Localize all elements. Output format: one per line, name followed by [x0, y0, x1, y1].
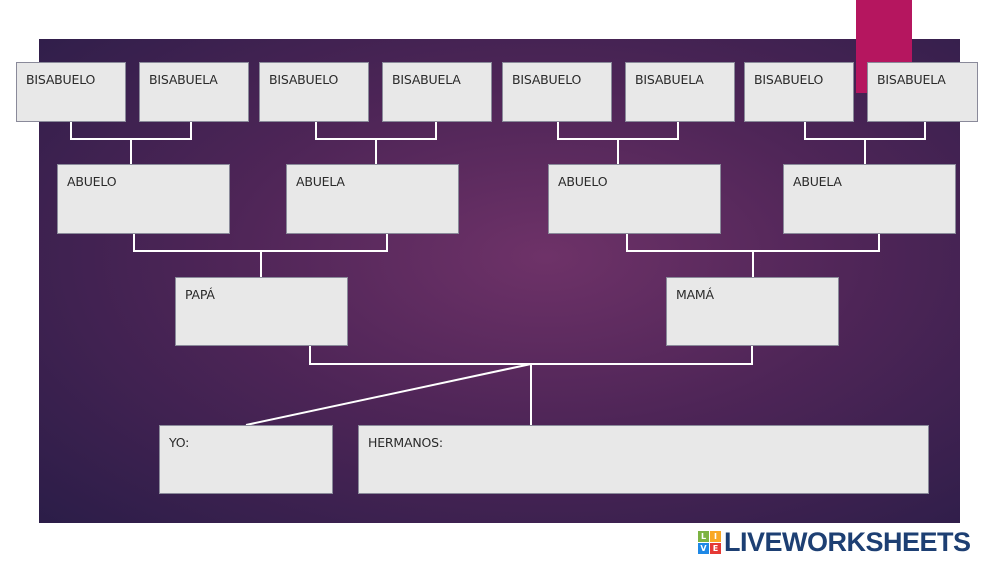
box-label: ABUELO	[558, 174, 608, 189]
logo-letter: I	[710, 531, 721, 542]
box-label: ABUELO	[67, 174, 117, 189]
connector	[70, 121, 192, 140]
box-label: BISABUELA	[149, 72, 218, 87]
great-grandparent-box[interactable]: BISABUELO	[744, 62, 854, 122]
grandparent-box[interactable]: ABUELO	[548, 164, 721, 234]
connector	[804, 121, 926, 140]
connector	[245, 363, 532, 426]
box-label: PAPÁ	[185, 287, 215, 302]
mother-box[interactable]: MAMÁ	[666, 277, 839, 346]
box-label: YO:	[169, 435, 190, 450]
connector	[133, 233, 388, 252]
box-label: BISABUELA	[877, 72, 946, 87]
logo-letter: E	[710, 543, 721, 554]
box-label: BISABUELA	[635, 72, 704, 87]
great-grandparent-box[interactable]: BISABUELO	[259, 62, 369, 122]
great-grandparent-box[interactable]: BISABUELA	[867, 62, 978, 122]
box-label: BISABUELO	[512, 72, 582, 87]
siblings-box[interactable]: HERMANOS:	[358, 425, 929, 494]
self-box[interactable]: YO:	[159, 425, 333, 494]
box-label: BISABUELA	[392, 72, 461, 87]
logo-text: LIVEWORKSHEETS	[724, 527, 971, 557]
grandparent-box[interactable]: ABUELO	[57, 164, 230, 234]
box-label: ABUELA	[296, 174, 345, 189]
box-label: BISABUELO	[26, 72, 96, 87]
grandparent-box[interactable]: ABUELA	[783, 164, 956, 234]
box-label: MAMÁ	[676, 287, 714, 302]
box-label: BISABUELO	[754, 72, 824, 87]
connector	[626, 233, 880, 252]
great-grandparent-box[interactable]: BISABUELO	[502, 62, 612, 122]
connector	[309, 345, 753, 365]
box-label: HERMANOS:	[368, 435, 443, 450]
great-grandparent-box[interactable]: BISABUELO	[16, 62, 126, 122]
logo-letter: V	[698, 543, 709, 554]
box-label: ABUELA	[793, 174, 842, 189]
liveworksheets-logo: L I V E LIVEWORKSHEETS	[698, 527, 971, 558]
connector	[557, 121, 679, 140]
logo-icon: L I V E	[698, 531, 721, 554]
great-grandparent-box[interactable]: BISABUELA	[139, 62, 249, 122]
great-grandparent-box[interactable]: BISABUELA	[382, 62, 492, 122]
father-box[interactable]: PAPÁ	[175, 277, 348, 346]
great-grandparent-box[interactable]: BISABUELA	[625, 62, 735, 122]
box-label: BISABUELO	[269, 72, 339, 87]
connector	[315, 121, 437, 140]
logo-letter: L	[698, 531, 709, 542]
grandparent-box[interactable]: ABUELA	[286, 164, 459, 234]
